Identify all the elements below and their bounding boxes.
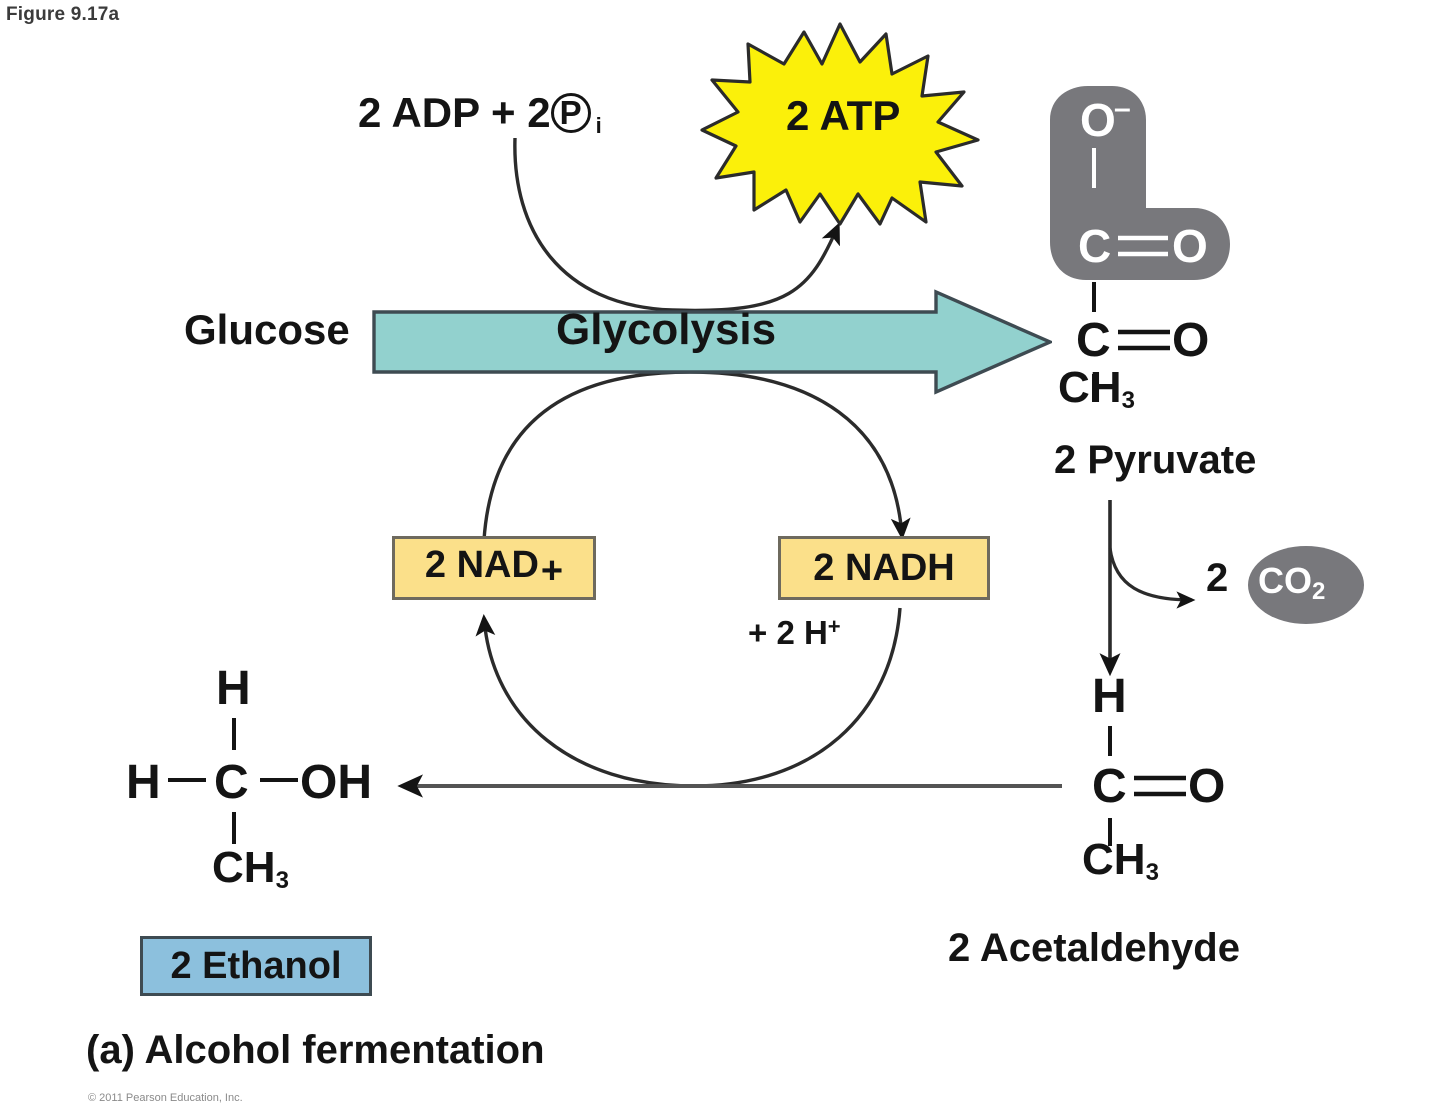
ethanol-central-carbon: C: [214, 756, 249, 809]
carboxylate-highlight: [1050, 86, 1230, 280]
proton-charge: +: [827, 614, 841, 639]
co2-bubble-icon: [1248, 546, 1364, 624]
figure-number: Figure 9.17a: [6, 4, 120, 25]
acetaldehyde-label: 2 Acetaldehyde: [948, 926, 1240, 970]
ethanol-structure: H H C OH: [118, 660, 398, 900]
co2-subscript: 2: [1312, 578, 1326, 605]
nad-plus-box: 2 NAD+: [392, 536, 596, 600]
pyruvate-methyl-subscript: 3: [1121, 387, 1135, 414]
ethanol-product-box: 2 Ethanol: [140, 936, 372, 996]
ethanol-methyl-subscript: 3: [275, 867, 289, 894]
adp-prefix: 2 ADP + 2: [358, 89, 551, 136]
nad-charge: +: [540, 549, 564, 592]
co2-release-arrow: [1108, 547, 1196, 609]
co2-label: CO2: [1258, 560, 1326, 605]
keto-oxygen: O: [1172, 314, 1209, 367]
pyruvate-label: 2 Pyruvate: [1054, 438, 1257, 482]
ethanol-label: 2 Ethanol: [170, 944, 342, 987]
nadh-label: 2 NADH: [813, 546, 955, 589]
nad-plus-label: 2 NAD+: [424, 543, 564, 592]
pyruvate-structure: O – C O C O: [1040, 84, 1250, 414]
glucose-label: Glucose: [184, 306, 350, 353]
acetaldehyde-hydrogen: H: [1092, 670, 1127, 723]
carboxyl-charge: –: [1114, 92, 1131, 125]
glycolysis-arrow-shape: [372, 288, 1052, 396]
keto-carbon: C: [1076, 314, 1111, 367]
glycolysis-label: Glycolysis: [556, 305, 777, 354]
copyright-notice: © 2011 Pearson Education, Inc.: [88, 1092, 243, 1104]
proton-label: + 2 H+: [748, 614, 841, 651]
ethanol-left-hydrogen: H: [126, 756, 161, 809]
atp-label: 2 ATP: [786, 92, 901, 139]
nad-to-nadh-arrow: [482, 370, 911, 541]
acetaldehyde-structure: H C O: [1048, 668, 1238, 898]
nadh-box: 2 NADH: [778, 536, 990, 600]
atp-starburst-icon: [700, 18, 980, 230]
carboxyl-oxygen-minus: O: [1080, 94, 1116, 146]
ethanol-methyl-group: CH3: [212, 843, 289, 894]
acetaldehyde-carbon: C: [1092, 760, 1127, 813]
acetaldehyde-methyl-subscript: 3: [1145, 859, 1159, 886]
co2-count: 2: [1206, 556, 1229, 600]
phosphate-letter: P: [559, 94, 582, 131]
circled-phosphate-icon: P: [550, 93, 595, 137]
acetaldehyde-oxygen: O: [1188, 760, 1225, 813]
ethanol-hydroxyl: OH: [300, 756, 372, 809]
phosphate-subscript: i: [595, 113, 602, 138]
carboxyl-oxygen: O: [1172, 220, 1208, 272]
ethanol-top-hydrogen: H: [216, 662, 251, 715]
acetaldehyde-methyl-group: CH3: [1082, 835, 1159, 886]
carboxyl-carbon: C: [1078, 220, 1111, 272]
pyruvate-methyl-group: CH3: [1058, 363, 1135, 414]
figure-caption: (a) Alcohol fermentation: [86, 1028, 545, 1072]
